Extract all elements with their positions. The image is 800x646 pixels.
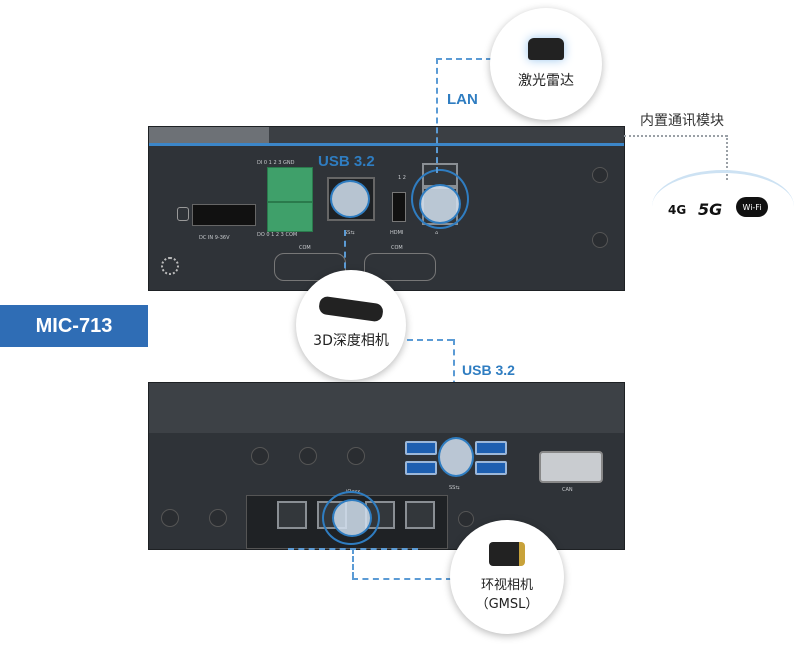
gmsl-dash-vertical bbox=[352, 548, 354, 578]
dc-in-label: DC IN 9-36V bbox=[199, 235, 230, 241]
rear-usb-port-4 bbox=[475, 461, 507, 475]
wireless-dash-h bbox=[624, 135, 727, 137]
badge-4g: 4G bbox=[668, 203, 687, 217]
hdmi-port bbox=[392, 192, 406, 222]
gmsl-port-1 bbox=[277, 501, 307, 529]
port-numbers: 1 2 bbox=[398, 175, 406, 181]
surround-camera-label: 环视相机 bbox=[480, 578, 533, 593]
antenna-hole-bottom bbox=[592, 232, 608, 248]
model-badge: MIC-713 bbox=[0, 305, 148, 347]
lan-label: LAN bbox=[447, 91, 478, 108]
front-top-strip-light bbox=[149, 127, 269, 143]
rear-device: SS⇆ CAN iOxxx bbox=[148, 382, 625, 550]
power-icon bbox=[177, 207, 189, 221]
hdmi-label: HDMI bbox=[390, 230, 404, 236]
surround-camera-bubble: 环视相机 （GMSL） bbox=[450, 520, 564, 634]
com-right-label: COM bbox=[391, 245, 403, 251]
usb-bottom-dash-horizontal bbox=[407, 339, 453, 341]
lan-dash-horizontal bbox=[436, 58, 492, 60]
badge-wifi-text: Wi-Fi bbox=[742, 202, 762, 212]
lidar-icon bbox=[528, 38, 564, 60]
wireless-dash-v bbox=[726, 135, 728, 180]
dio-terminal-bottom bbox=[267, 202, 313, 232]
rear-hole-5 bbox=[209, 509, 227, 527]
camera3d-label: 3D深度相机 bbox=[313, 333, 389, 349]
can-label: CAN bbox=[562, 487, 573, 493]
rear-top-strip bbox=[149, 383, 624, 433]
gmsl-port-4 bbox=[405, 501, 435, 529]
usb-bottom-label: USB 3.2 bbox=[462, 362, 515, 378]
network-icon: ⌂ bbox=[435, 230, 439, 236]
badge-wifi: Wi-Fi bbox=[736, 197, 768, 217]
rear-hole-1 bbox=[251, 447, 269, 465]
gmsl-dash-to-bubble bbox=[352, 578, 452, 580]
do-label: DO 0 1 2 3 COM bbox=[257, 232, 298, 238]
rear-usb-highlight bbox=[438, 437, 474, 477]
wireless-arc bbox=[652, 170, 794, 243]
rear-hole-2 bbox=[299, 447, 317, 465]
surround-camera-sublabel: （GMSL） bbox=[475, 597, 539, 612]
lan-highlight-outer bbox=[411, 169, 469, 229]
usb-top-label: USB 3.2 bbox=[318, 153, 375, 170]
can-port bbox=[539, 451, 603, 483]
lan-dash-vertical bbox=[436, 58, 438, 173]
model-badge-text: MIC-713 bbox=[35, 314, 113, 337]
fan-icon bbox=[161, 257, 179, 275]
front-device: DC IN 9-36V DI 0 1 2 3 GND DO 0 1 2 3 CO… bbox=[148, 126, 625, 291]
rear-hole-4 bbox=[161, 509, 179, 527]
rear-usb-ss-mark: SS⇆ bbox=[449, 485, 460, 491]
camera3d-dash-vertical bbox=[344, 230, 346, 290]
di-label: DI 0 1 2 3 GND bbox=[257, 160, 295, 166]
rear-hole-6 bbox=[458, 511, 474, 527]
surround-camera-icon bbox=[489, 542, 525, 566]
lidar-bubble: 激光雷达 bbox=[490, 8, 602, 120]
dio-terminal-top bbox=[267, 167, 313, 202]
com-right-port bbox=[364, 253, 436, 281]
com-left-label: COM bbox=[299, 245, 311, 251]
usb-ss-mark: SS⇆ bbox=[344, 230, 355, 236]
front-usb-highlight bbox=[330, 180, 370, 218]
front-blue-line bbox=[149, 143, 624, 146]
wireless-module-label: 内置通讯模块 bbox=[640, 113, 724, 129]
rear-usb-port-1 bbox=[405, 441, 437, 455]
dc-in-connector bbox=[192, 204, 256, 226]
rear-hole-3 bbox=[347, 447, 365, 465]
badge-5g: 5G bbox=[698, 200, 723, 219]
camera3d-icon bbox=[318, 295, 384, 323]
camera3d-bubble: 3D深度相机 bbox=[296, 270, 406, 380]
gmsl-highlight-outer bbox=[322, 491, 380, 545]
rear-usb-port-3 bbox=[475, 441, 507, 455]
lidar-label: 激光雷达 bbox=[518, 73, 574, 89]
antenna-hole-top bbox=[592, 167, 608, 183]
rear-usb-port-2 bbox=[405, 461, 437, 475]
